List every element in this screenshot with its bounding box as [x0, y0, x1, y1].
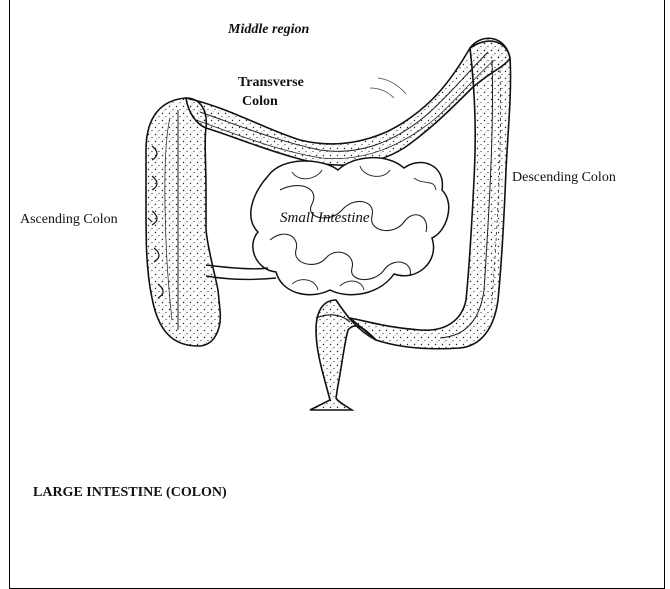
ascending-colon-drawing	[146, 98, 220, 346]
ascending-colon-label: Ascending Colon	[20, 212, 118, 227]
transverse-label-line1: Transverse	[238, 74, 304, 93]
figure-caption: LARGE INTESTINE (COLON)	[33, 485, 227, 500]
middle-region-label: Middle region	[228, 22, 309, 37]
small-intestine-label: Small Intestine	[280, 210, 370, 227]
descending-colon-label: Descending Colon	[512, 170, 616, 185]
transverse-colon-label: Transverse Colon	[238, 74, 304, 112]
transverse-label-line2: Colon	[238, 93, 304, 112]
transverse-colon-drawing	[186, 38, 510, 165]
rectum-drawing	[310, 300, 376, 410]
